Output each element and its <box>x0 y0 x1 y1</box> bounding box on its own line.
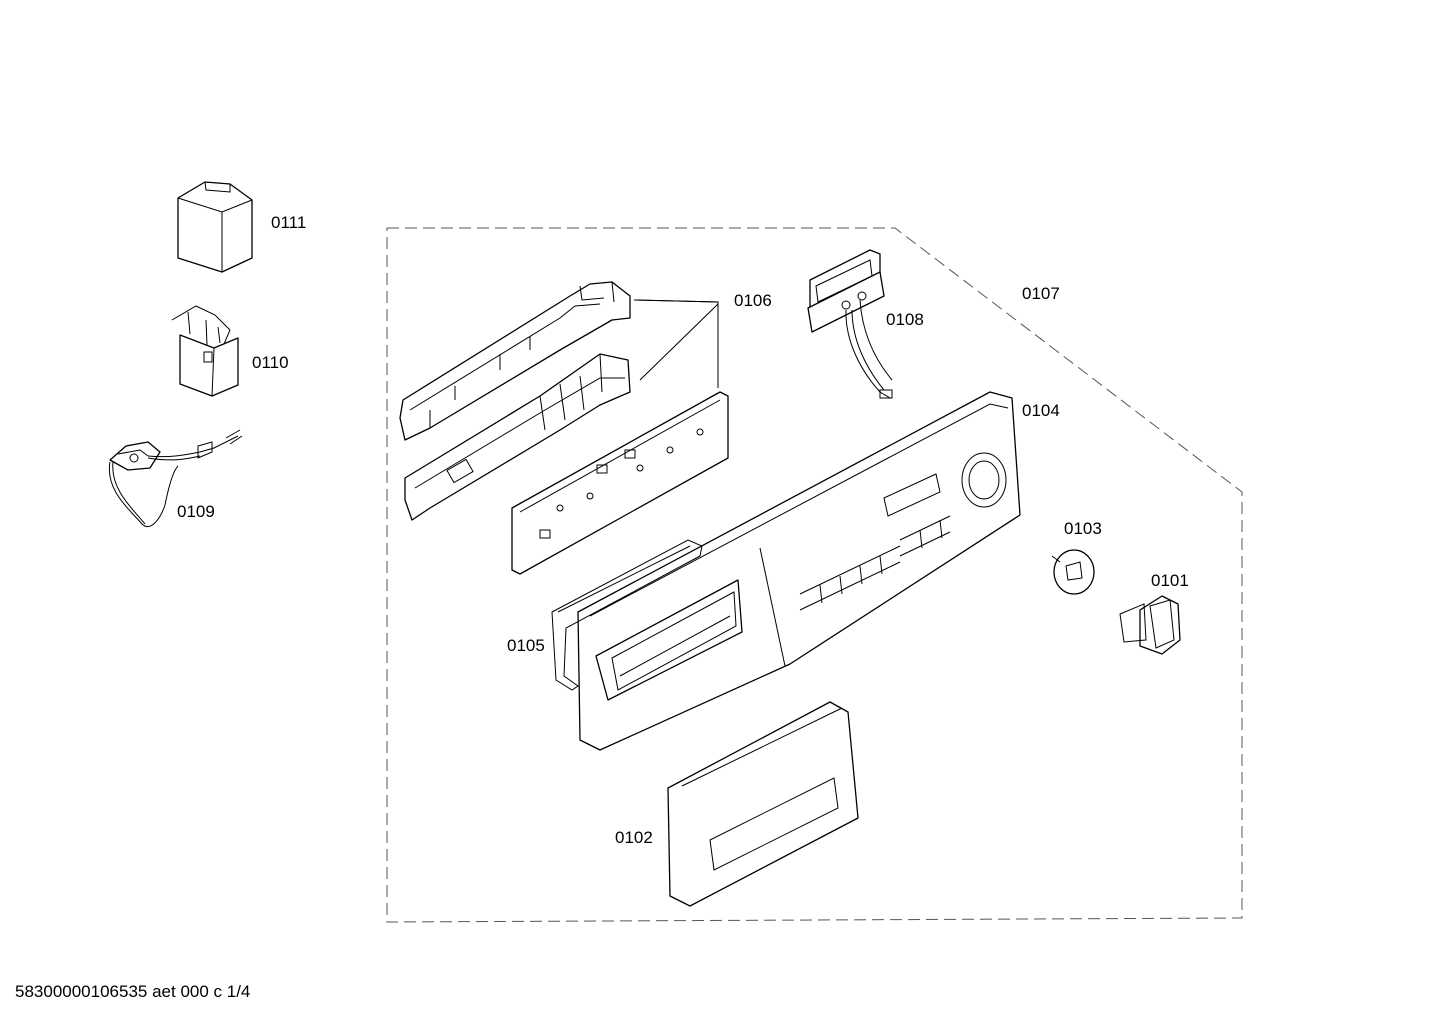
leader-lines <box>633 299 719 303</box>
label-0102: 0102 <box>615 828 653 847</box>
label-0110: 0110 <box>252 353 289 372</box>
part-0105-seal <box>551 539 703 691</box>
part-0110-suppressor <box>171 305 239 397</box>
document-id-footer: 58300000106535 aet 000 c 1/4 <box>15 982 251 1001</box>
part-0104-control-panel <box>577 391 1021 751</box>
label-0105: 0105 <box>507 636 545 655</box>
part-0102-drawer-handle <box>667 701 859 907</box>
label-0103: 0103 <box>1064 519 1102 538</box>
label-0108: 0108 <box>886 310 924 329</box>
part-0101-selector-knob <box>1119 595 1181 655</box>
label-0107: 0107 <box>1022 284 1060 303</box>
label-0109: 0109 <box>177 502 215 521</box>
part-0109-power-cord <box>108 429 243 528</box>
part-0108-display-module <box>807 249 893 399</box>
assembly-boundary-0107 <box>386 227 1243 923</box>
label-0104: 0104 <box>1022 401 1060 420</box>
label-0111: 0111 <box>271 213 306 232</box>
part-0106-electronic-module <box>399 281 729 575</box>
label-0101: 0101 <box>1151 571 1189 590</box>
label-0106: 0106 <box>734 291 772 310</box>
part-0111-filter-box <box>177 181 253 273</box>
part-0103-knob-insert <box>1051 549 1095 595</box>
